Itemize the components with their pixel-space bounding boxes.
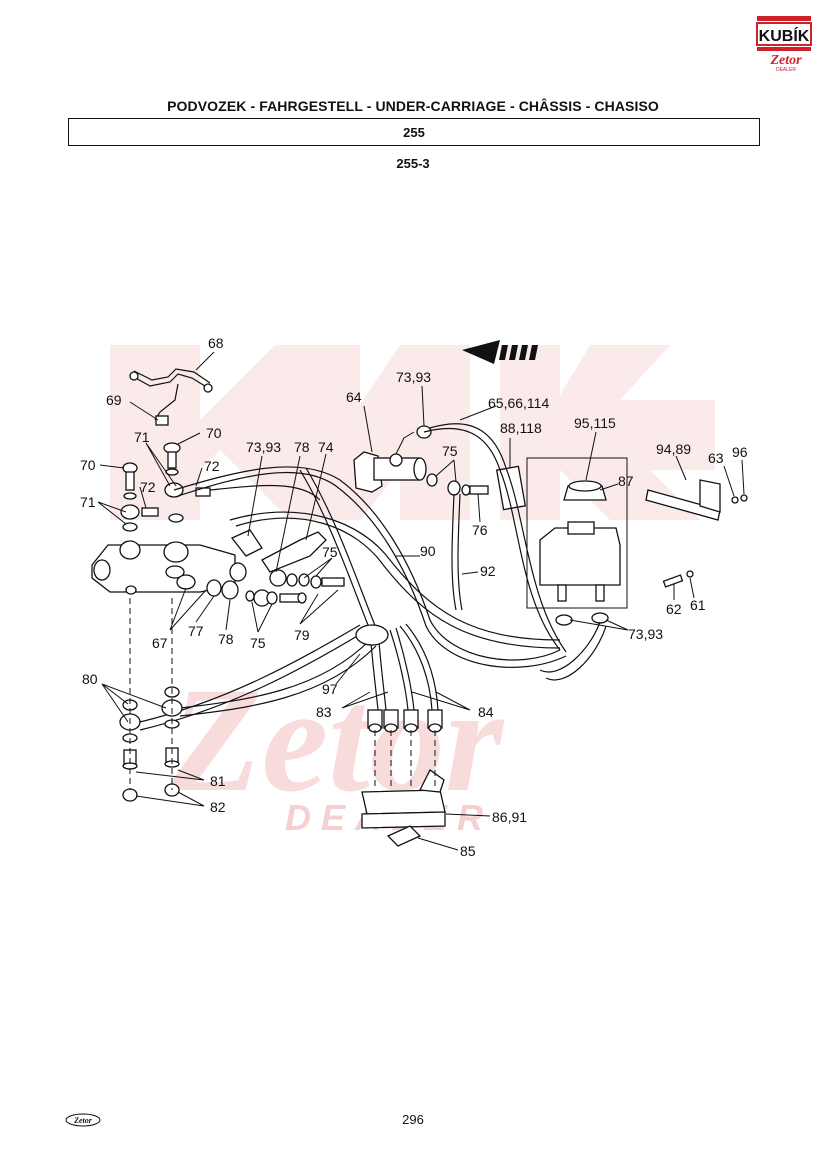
callout-80: 80 xyxy=(82,671,98,687)
callout-64: 64 xyxy=(346,389,362,405)
callout-65-66-114: 65,66,114 xyxy=(488,395,549,411)
callout-88-118: 88,118 xyxy=(500,420,542,436)
callout-82: 82 xyxy=(210,799,226,815)
direction-arrow-icon xyxy=(462,340,538,364)
part-88-connector xyxy=(495,465,527,511)
callout-78: 78 xyxy=(294,439,310,455)
callout-62: 62 xyxy=(666,601,682,617)
callout-84: 84 xyxy=(478,704,494,720)
hydraulic-hoses xyxy=(139,423,607,731)
callout-75: 75 xyxy=(442,443,458,459)
banjo-fittings-upper xyxy=(120,442,211,532)
callout-92: 92 xyxy=(480,563,496,579)
part-85-plate xyxy=(386,825,422,847)
callout-74: 74 xyxy=(318,439,334,455)
callout-83: 83 xyxy=(316,704,332,720)
leader-lines xyxy=(97,351,745,851)
callout-85: 85 xyxy=(460,843,476,859)
kubik-zetor-logo: KUBÍK Zetor DEALER xyxy=(756,16,812,73)
callout-78: 78 xyxy=(218,631,234,647)
part-94-bracket xyxy=(645,479,748,588)
callout-90: 90 xyxy=(420,543,436,559)
callout-73-93: 73,93 xyxy=(628,626,663,642)
section-number-box: 255 xyxy=(68,118,760,146)
part-64-steering-unit xyxy=(353,425,432,493)
callout-79: 79 xyxy=(294,627,310,643)
part-67-cylinder xyxy=(91,540,236,595)
callout-81: 81 xyxy=(210,773,226,789)
part-76-fitting xyxy=(426,473,489,496)
callout-61: 61 xyxy=(690,597,706,613)
footer-logo-text: Zetor xyxy=(73,1116,93,1125)
callout-68: 68 xyxy=(208,335,224,351)
callout-86-91: 86,91 xyxy=(492,809,527,825)
zetor-footer-logo: Zetor xyxy=(65,1113,101,1127)
callout-63: 63 xyxy=(708,450,724,466)
callout-67: 67 xyxy=(152,635,168,651)
part-68-pipe xyxy=(129,368,213,421)
callout-77: 77 xyxy=(188,623,204,639)
callout-70: 70 xyxy=(80,457,96,473)
callout-72: 72 xyxy=(140,479,156,495)
watermark-sub: Zetor xyxy=(169,657,505,823)
section-number: 255 xyxy=(403,124,425,140)
callout-76: 76 xyxy=(472,522,488,538)
callout-95-115: 95,115 xyxy=(574,415,616,431)
page-number: 296 xyxy=(402,1112,424,1127)
logo-brand: KUBÍK xyxy=(759,26,810,45)
callout-70: 70 xyxy=(206,425,222,441)
callout-69: 69 xyxy=(106,392,122,408)
part-69-fitting xyxy=(155,415,169,426)
callout-73-93: 73,93 xyxy=(396,369,431,385)
logo-sub: Zetor xyxy=(769,53,802,68)
callout-71: 71 xyxy=(134,429,150,445)
callout-75: 75 xyxy=(250,635,266,651)
callout-97: 97 xyxy=(322,681,338,697)
page-title: PODVOZEK - FAHRGESTELL - UNDER-CARRIAGE … xyxy=(167,98,659,114)
callout-72: 72 xyxy=(204,458,220,474)
subsection-number: 255-3 xyxy=(396,156,430,171)
callout-71: 71 xyxy=(80,494,96,510)
callout-87: 87 xyxy=(618,473,634,489)
parts-80-82-lower-fittings xyxy=(119,598,183,802)
part-86-bracket xyxy=(361,769,446,847)
part-95-reservoir-group xyxy=(526,457,628,626)
callout-94-89: 94,89 xyxy=(656,441,691,457)
callout-75: 75 xyxy=(322,544,338,560)
callout-73-93: 73,93 xyxy=(246,439,281,455)
parts-83-84-fittings xyxy=(367,709,443,733)
logo-dealer: DEALER xyxy=(776,67,796,73)
callout-96: 96 xyxy=(732,444,748,460)
